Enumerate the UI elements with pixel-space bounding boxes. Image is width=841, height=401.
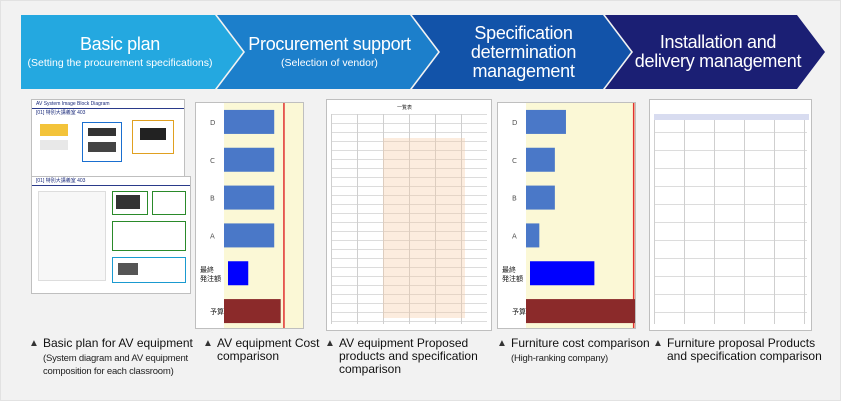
caption-title: Furniture cost comparison	[497, 337, 653, 351]
highlight-column	[383, 138, 465, 318]
cost-bar	[526, 299, 635, 324]
step-title: Specification determination management	[470, 22, 577, 81]
process-arrows: Basic plan (Setting the procurement spec…	[21, 15, 825, 89]
cost-bar	[526, 223, 540, 248]
step-basic-plan: Basic plan (Setting the procurement spec…	[21, 15, 243, 89]
cost-bar	[526, 109, 566, 134]
step-installation-delivery: Installation and delivery management	[605, 15, 825, 89]
category-label: B	[210, 195, 215, 203]
doc-title: AV System Image Block Diagram	[32, 100, 184, 109]
cost-bar	[530, 261, 595, 286]
category-label: D	[210, 119, 215, 127]
chart-plot-area	[526, 103, 635, 328]
furniture-cost-chart: D C B A 最終発注額予算	[497, 102, 636, 329]
caption-av-spec: AV equipment Proposed products and speci…	[325, 337, 495, 376]
table-title: 一覧表	[397, 105, 413, 111]
category-label: 最終	[502, 265, 516, 274]
step-procurement-support: Procurement support (Selection of vendor…	[217, 15, 438, 89]
caption-title: AV equipment Cost comparison	[203, 337, 323, 363]
step-title: Procurement support	[248, 34, 411, 54]
diagram-block	[40, 124, 68, 136]
floor-plan	[38, 191, 106, 281]
category-label: A	[512, 232, 517, 240]
cost-bar	[224, 109, 275, 134]
device-image	[88, 128, 116, 136]
step-title: Basic plan	[79, 34, 161, 54]
device-image	[88, 142, 116, 152]
basic-plan-room-thumbnail: [01] 特別大講義室 403	[31, 176, 191, 294]
diagram-block	[40, 140, 68, 150]
cost-bar	[526, 185, 555, 210]
diagram-block	[152, 191, 186, 215]
av-cost-chart: D C B A 最終発注額予算	[195, 102, 304, 329]
category-label: 最終	[200, 265, 214, 274]
cost-bar	[526, 147, 555, 172]
table-header-row	[654, 114, 809, 120]
caption-title: AV equipment Proposed products and speci…	[325, 337, 495, 376]
basic-plan-diagram-thumbnail: AV System Image Block Diagram [01] 特別大講義…	[31, 99, 185, 191]
caption-furniture-spec: Furniture proposal Products and specific…	[653, 337, 823, 363]
step-subtitle: (Selection of vendor)	[281, 57, 378, 69]
diagram-block	[112, 191, 148, 215]
caption-subtitle: (System diagram and AV equipment composi…	[43, 353, 188, 377]
caption-basic-plan: Basic plan for AV equipment (System diag…	[29, 337, 199, 378]
doc-room-label: [01] 特別大講義室 403	[32, 177, 190, 186]
category-label: C	[210, 157, 215, 165]
step-subtitle: (Setting the procurement specifications)	[27, 57, 213, 69]
doc-room-label: [01] 特別大講義室 403	[36, 110, 86, 116]
caption-av-cost: AV equipment Cost comparison	[203, 337, 323, 363]
spec-table-grid	[654, 114, 807, 324]
diagram-block	[112, 221, 186, 251]
diagram-block	[132, 120, 174, 154]
cost-bar	[224, 223, 275, 248]
cost-bar	[224, 147, 275, 172]
device-image	[118, 263, 138, 275]
step-specification-management: Specification determination management	[412, 15, 631, 89]
diagram-block	[112, 257, 186, 283]
furniture-spec-table-thumbnail	[649, 99, 812, 331]
caption-title: Furniture proposal Products and specific…	[653, 337, 823, 363]
category-label: D	[512, 119, 517, 127]
category-label: 予算	[512, 307, 526, 316]
cost-bar	[228, 261, 249, 286]
cost-bar	[224, 299, 281, 324]
category-label: 発注額	[502, 274, 523, 283]
device-image	[116, 195, 140, 209]
category-label: A	[210, 232, 215, 240]
category-label: C	[512, 157, 517, 165]
diagram-block	[82, 122, 122, 162]
spec-table-grid	[331, 114, 487, 324]
av-spec-table-thumbnail: 一覧表	[326, 99, 492, 331]
category-label: B	[512, 195, 517, 203]
cost-bar	[224, 185, 275, 210]
category-label: 予算	[210, 307, 224, 316]
category-label: 発注額	[200, 274, 221, 283]
caption-title: Basic plan for AV equipment	[29, 337, 199, 351]
caption-furniture-cost: Furniture cost comparison (High-ranking …	[497, 337, 653, 365]
device-image	[140, 128, 166, 140]
chart-plot-area	[224, 103, 303, 328]
caption-subtitle: (High-ranking company)	[511, 353, 608, 364]
step-title: Installation and delivery management	[634, 32, 802, 71]
